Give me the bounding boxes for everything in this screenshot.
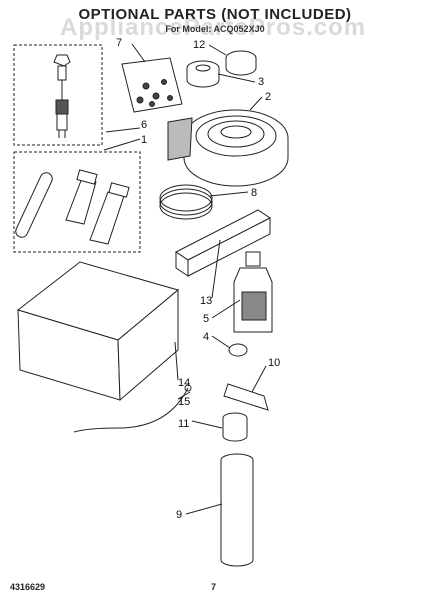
document-code: 4316629	[10, 582, 46, 592]
callout-10: 10	[268, 357, 280, 369]
part-9-aerosol-can	[220, 453, 254, 567]
callout-6: 6	[141, 119, 147, 131]
callout-5: 5	[203, 313, 209, 325]
page-number: 7	[211, 582, 217, 592]
watermark: AppliancePartsPros.com	[60, 14, 367, 41]
callout-9: 9	[176, 509, 182, 521]
part-5-bottle	[233, 251, 273, 333]
callout-8: 8	[251, 187, 257, 199]
callout-11: 11	[178, 418, 189, 430]
callout-3: 3	[258, 76, 264, 88]
callout-15: 15	[178, 396, 190, 408]
part-3-tape-roll	[186, 60, 220, 88]
part-13-foam-strip	[175, 209, 271, 277]
callout-2: 2	[265, 91, 271, 103]
part-6-fitting	[53, 54, 71, 138]
part-8-wire-coil	[159, 184, 213, 220]
part-15-cord	[73, 384, 192, 433]
part-2-foam-roll	[167, 109, 289, 187]
page-title: OPTIONAL PARTS (NOT INCLUDED)	[78, 6, 352, 23]
part-14-cover	[16, 261, 180, 402]
part-10-tube	[223, 383, 269, 411]
callout-13: 13	[200, 295, 212, 307]
callout-12: 12	[193, 39, 205, 51]
part-1-sealant-kit	[15, 169, 130, 245]
part-7-hardware-bag	[121, 57, 183, 113]
callout-labels: 7 12 3 2 6 1 8 13 5 4 14 10 15 11 9	[116, 37, 280, 521]
dashed-box-part-6	[13, 44, 103, 146]
model-subtitle: For Model: ACQ052XJ0	[165, 24, 265, 34]
callout-4: 4	[203, 331, 209, 343]
callout-14: 14	[178, 377, 190, 389]
leader-lines	[103, 43, 267, 515]
callout-1: 1	[141, 134, 147, 146]
part-4-valve	[228, 343, 248, 357]
callout-7: 7	[116, 37, 122, 49]
dashed-box-part-1	[13, 151, 141, 253]
part-12-tape-roll	[225, 50, 257, 76]
part-11-cup	[222, 412, 248, 442]
